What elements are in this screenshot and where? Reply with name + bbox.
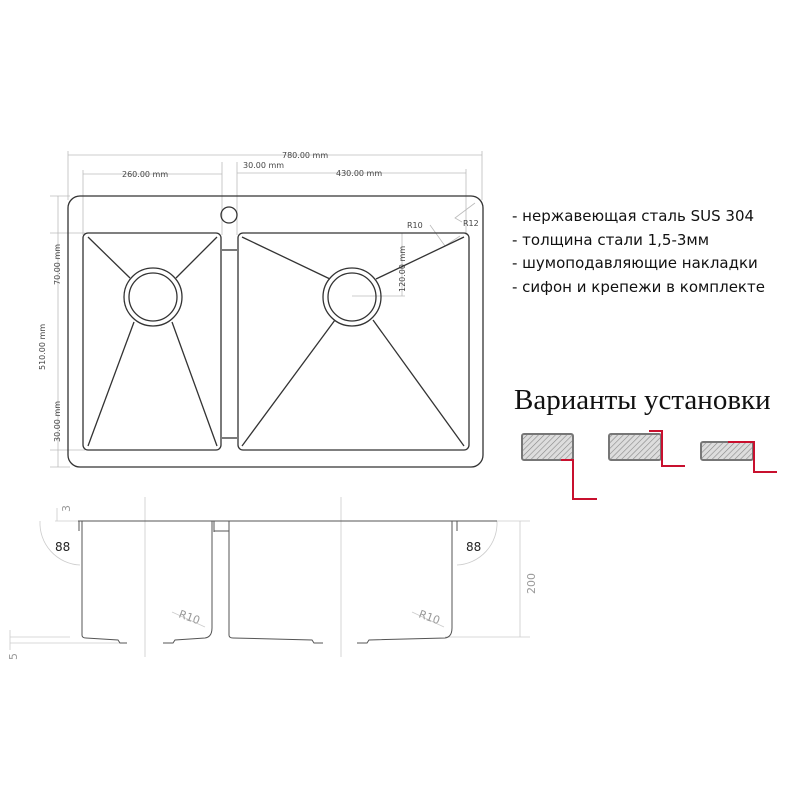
installation-title: Варианты установки (514, 384, 771, 416)
dim-bottom-margin: 30.00 mm (53, 401, 62, 442)
dim-left-bowl: 260.00 mm (122, 170, 168, 179)
dim-left-angle: 88 (55, 540, 70, 554)
dimension-lines (50, 151, 483, 468)
faucet-hole-icon (220, 206, 238, 224)
right-bowl (237, 232, 470, 451)
dim-right-angle: 88 (466, 540, 481, 554)
installation-variants (521, 430, 777, 500)
variant-flush-mount (608, 430, 685, 467)
dim-r12: R12 (463, 219, 479, 228)
right-drain-icon (322, 267, 382, 327)
dim-right-bowl: 430.00 mm (336, 169, 382, 178)
feature-item: - сифон и крепежи в комплекте (512, 277, 765, 296)
dim-divider: 30.00 mm (243, 161, 284, 170)
left-bowl (82, 232, 222, 451)
variant-top-mount (700, 441, 777, 473)
dim-bottom-step: 5 (7, 653, 20, 660)
feature-item: - шумоподавляющие накладки (512, 254, 758, 272)
dim-top-margin: 70.00 mm (53, 244, 62, 285)
left-drain-icon (123, 267, 183, 327)
feature-item: - нержавеющая сталь SUS 304 (512, 207, 755, 225)
dim-overall-width: 780.00 mm (282, 151, 328, 160)
dim-drain-offset: 120.00 mm (398, 246, 407, 292)
sink-top-view (67, 195, 484, 468)
feature-list: - нержавеющая сталь SUS 304 - толщина ст… (512, 205, 765, 299)
sink-side-view (9, 497, 530, 657)
dim-right-radius: R10 (417, 608, 442, 628)
dim-depth: 200 (525, 573, 538, 594)
dim-flange: 3 (60, 505, 73, 512)
feature-item: - толщина стали 1,5-3мм (512, 230, 710, 249)
dim-r10: R10 (407, 221, 423, 230)
dim-overall-depth: 510.00 mm (38, 324, 47, 370)
dim-left-radius: R10 (177, 608, 202, 628)
variant-undermount (521, 433, 597, 500)
